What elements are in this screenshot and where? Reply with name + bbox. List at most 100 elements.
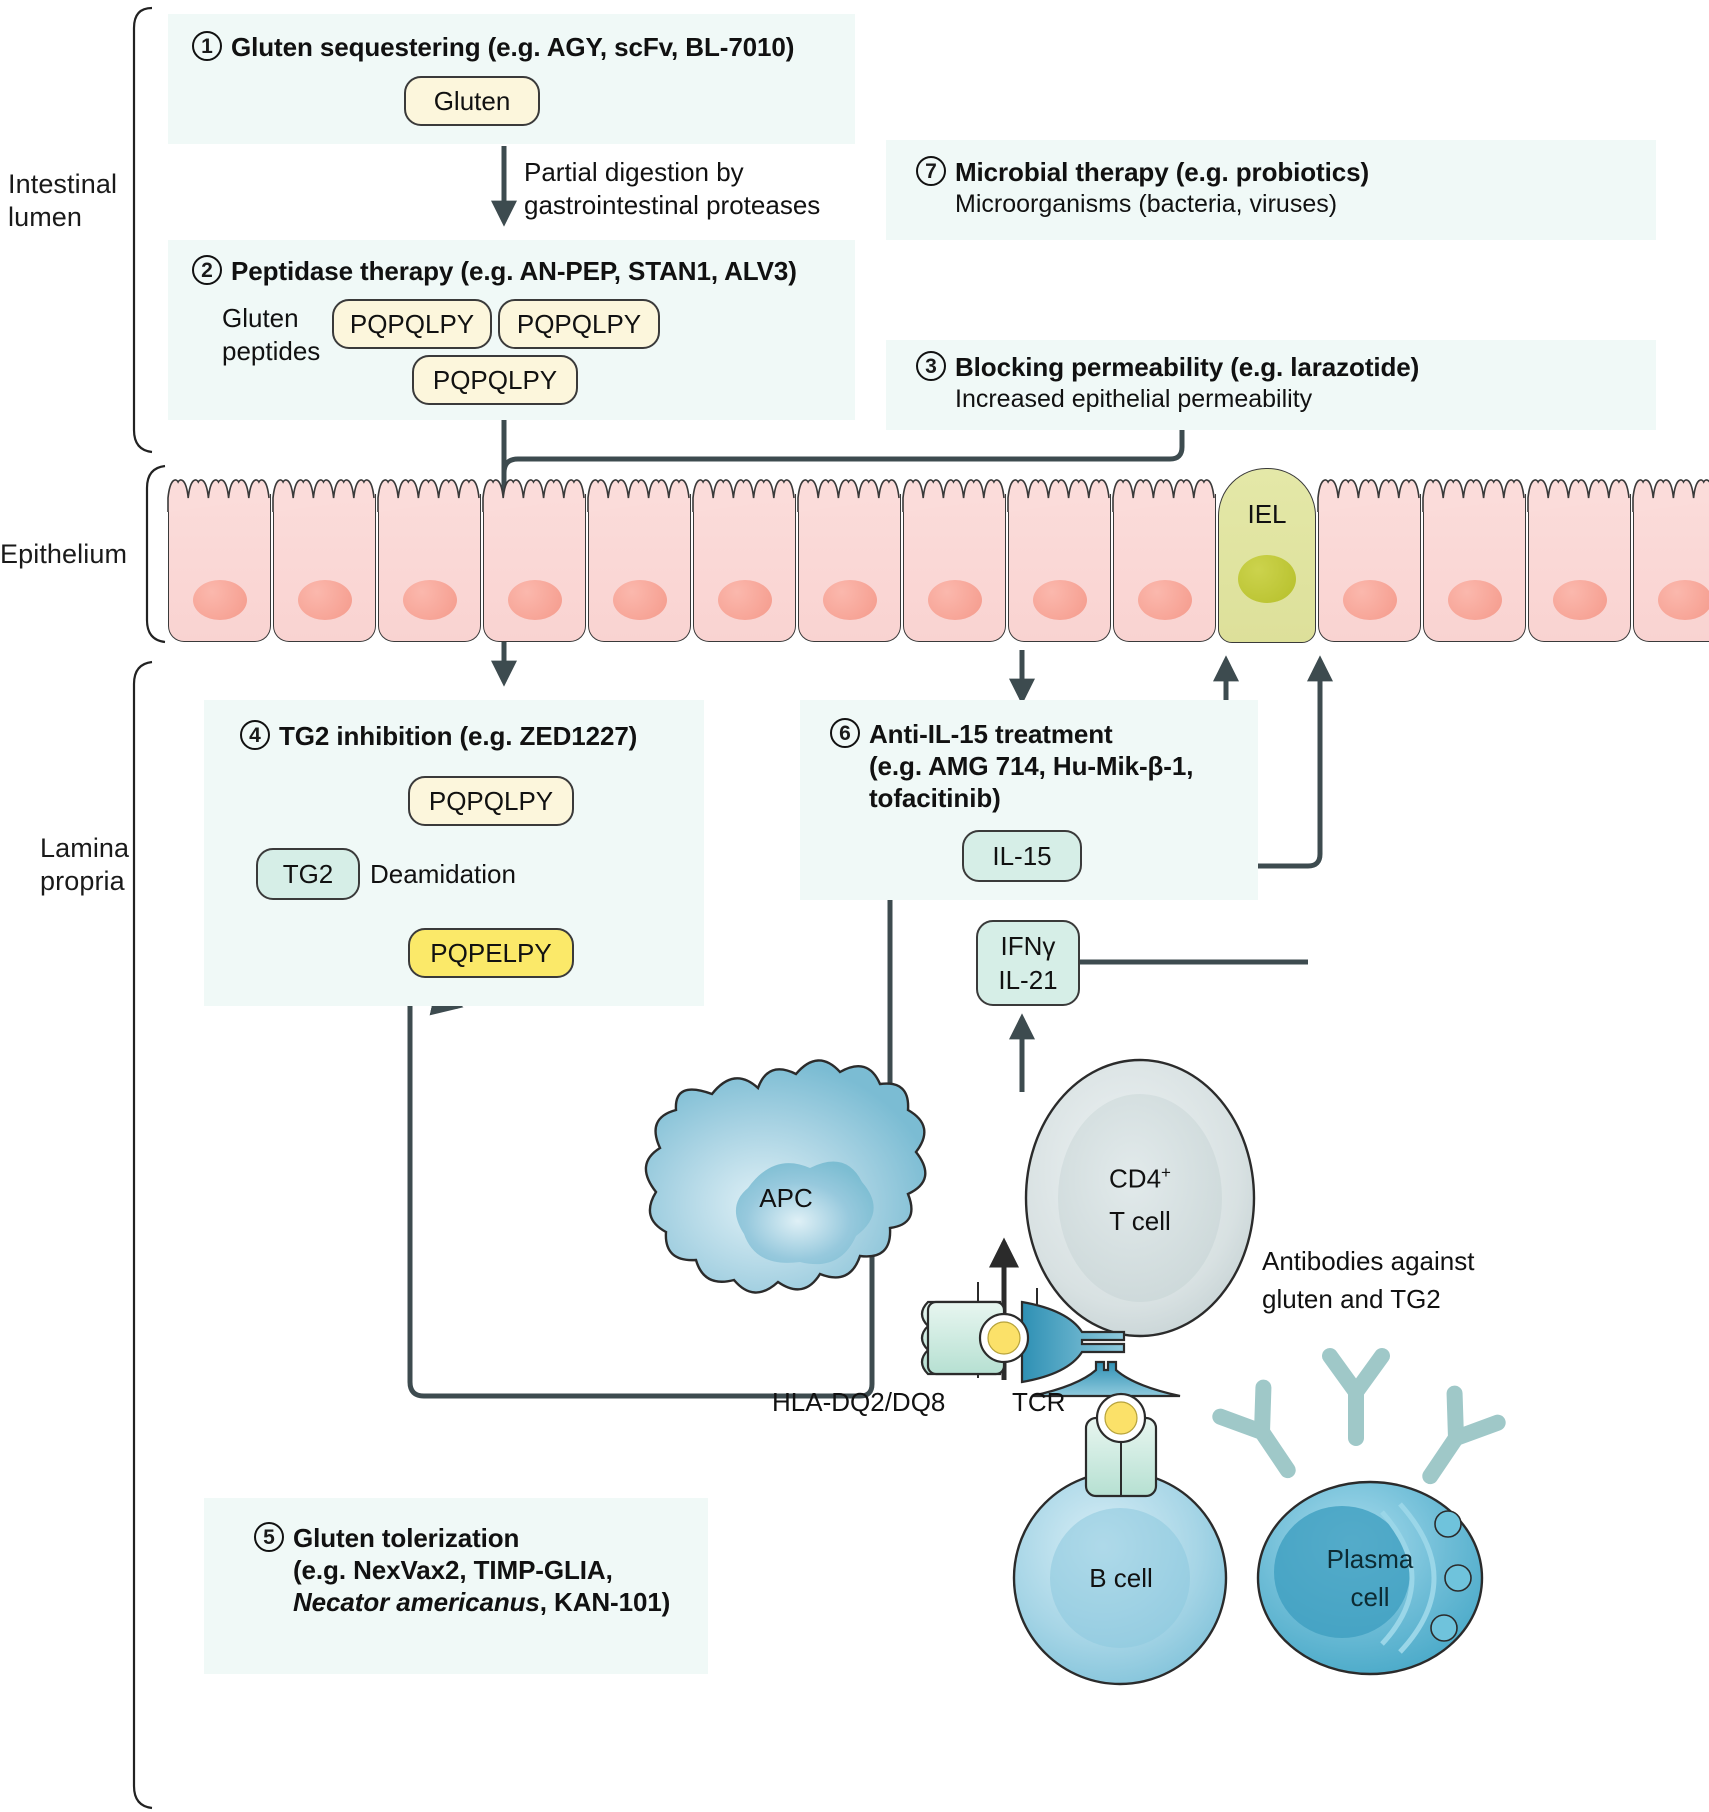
iel-nucleus: [1238, 555, 1296, 603]
label-tcr: TCR: [1012, 1387, 1066, 1417]
box5-title-line1: Gluten tolerization: [293, 1523, 520, 1553]
epithelial-cell-nucleus: [717, 580, 772, 620]
epithelial-cell: [273, 494, 376, 642]
pill-peptide-1-label: PQPQLPY: [349, 308, 475, 339]
lamina-line2: propria: [40, 866, 125, 896]
epithelial-cell-nucleus: [1032, 580, 1087, 620]
epithelial-cell: [378, 494, 481, 642]
pill-peptide-1: PQPQLPY: [332, 299, 492, 349]
epithelial-cell: [1113, 494, 1216, 642]
epithelial-cell-nucleus: [402, 580, 457, 620]
pill-product-label: PQPELPY: [430, 937, 552, 968]
box-microbial-therapy: 7 Microbial therapy (e.g. probiotics) Mi…: [886, 140, 1656, 240]
label-gluten-peptides: Gluten peptides: [222, 302, 332, 368]
cd4-t-cell: [1024, 1058, 1256, 1338]
epithelial-cell: [1423, 494, 1526, 642]
il21-label: IL-21: [998, 965, 1058, 995]
microvilli: [1112, 479, 1215, 512]
box3-number: 3: [916, 351, 946, 381]
epithelial-cell-nucleus: [822, 580, 877, 620]
connector-tolerization-loop: [407, 1006, 875, 1399]
epithelial-cell-nucleus: [927, 580, 982, 620]
box6-title-line3: tofacitinib): [869, 783, 1001, 813]
pill-pqpqlpy-substrate: PQPQLPY: [408, 776, 574, 826]
box6-title-line2: (e.g. AMG 714, Hu-Mik-β-1,: [869, 751, 1194, 781]
box4-number: 4: [240, 720, 270, 750]
label-cd4-t-cell: CD4+ T cell: [1060, 1152, 1220, 1242]
immune-synapse: [920, 1300, 1126, 1384]
label-apc: APC: [759, 1183, 813, 1213]
antibodies-line2: gluten and TG2: [1262, 1284, 1441, 1314]
pill-il15: IL-15: [962, 830, 1082, 882]
pill-gluten: Gluten: [404, 76, 540, 126]
lumen-line2: lumen: [8, 202, 83, 232]
label-epithelium: Epithelium: [0, 538, 140, 571]
epithelial-cell-nucleus: [507, 580, 562, 620]
box7-number: 7: [916, 156, 946, 186]
epithelium-line1: Epithelium: [0, 539, 128, 569]
box5-italic-species: Necator americanus: [293, 1587, 540, 1617]
epithelial-cell: [1633, 494, 1709, 642]
connector-il15-to-iel-2: [1082, 655, 1333, 869]
epithelial-cell: [1318, 494, 1421, 642]
lumen-line1: Intestinal: [8, 169, 118, 199]
box5-title-line3-rest: , KAN-101): [539, 1587, 671, 1617]
plasma-line2: cell: [1350, 1582, 1390, 1612]
microvilli: [1632, 479, 1709, 512]
epithelial-cell-nucleus: [1552, 580, 1607, 620]
box2-number: 2: [192, 255, 222, 285]
pill-tg2-enzyme: TG2: [256, 848, 360, 900]
box5-number: 5: [254, 1522, 284, 1552]
epithelial-cell-nucleus: [1342, 580, 1397, 620]
microvilli: [902, 479, 1005, 512]
box5-title-line2: (e.g. NexVax2, TIMP-GLIA,: [293, 1555, 613, 1585]
bracket-epithelium: [145, 464, 166, 644]
box5-title-line3: Necator americanus, KAN-101): [293, 1586, 708, 1618]
box2-title: Peptidase therapy (e.g. AN-PEP, STAN1, A…: [231, 256, 797, 286]
epithelium-layer: IEL: [167, 468, 1709, 643]
box1-title: Gluten sequestering (e.g. AGY, scFv, BL-…: [231, 32, 795, 62]
box6-number: 6: [830, 718, 860, 748]
label-antibodies: Antibodies against gluten and TG2: [1262, 1242, 1522, 1318]
pill-gluten-label: Gluten: [433, 85, 511, 116]
microvilli: [1422, 479, 1525, 512]
box-blocking-permeability: 3 Blocking permeability (e.g. larazotide…: [886, 340, 1656, 430]
pill-tg2-label: TG2: [282, 858, 334, 889]
ifng-label: IFNγ: [1000, 931, 1056, 961]
apc-cell: [644, 1059, 927, 1294]
label-plasma-cell: Plasma cell: [1300, 1540, 1440, 1616]
box3-title: Blocking permeability (e.g. larazotide): [955, 352, 1420, 382]
box1-number: 1: [192, 31, 222, 61]
microvilli: [1007, 479, 1110, 512]
epithelial-cell: [903, 494, 1006, 642]
epithelial-cell: [588, 494, 691, 642]
pill-substrate-label: PQPQLPY: [428, 785, 554, 816]
cd4-plus: +: [1161, 1163, 1171, 1182]
epithelial-cell: [483, 494, 586, 642]
epithelial-cell-nucleus: [1657, 580, 1709, 620]
microvilli: [272, 479, 375, 512]
epithelial-cell-nucleus: [612, 580, 667, 620]
microvilli: [1527, 479, 1630, 512]
bracket-lumen: [132, 6, 153, 454]
epithelial-cell: [1528, 494, 1631, 642]
epithelial-iel-cell: IEL: [1218, 468, 1316, 643]
epithelial-cell: [693, 494, 796, 642]
cd4-text: CD4: [1109, 1163, 1162, 1194]
pill-peptide-3: PQPQLPY: [412, 355, 578, 405]
pill-peptide-2-label: PQPQLPY: [516, 308, 642, 339]
box7-title: Microbial therapy (e.g. probiotics): [955, 157, 1369, 187]
epithelial-cell-nucleus: [1137, 580, 1192, 620]
bcr-tcr-synapse: [1031, 1360, 1181, 1498]
label-lamina-propria: Lamina propria: [40, 832, 160, 898]
digestion-line1: Partial digestion by: [524, 157, 744, 187]
label-intestinal-lumen: Intestinal lumen: [8, 168, 128, 234]
microvilli: [482, 479, 585, 512]
antibodies-line1: Antibodies against: [1262, 1246, 1475, 1276]
epithelial-cell-nucleus: [1447, 580, 1502, 620]
epithelial-cell: [168, 494, 271, 642]
pill-il15-label: IL-15: [992, 840, 1052, 871]
bracket-lamina: [132, 660, 153, 1810]
caption-partial-digestion: Partial digestion by gastrointestinal pr…: [524, 156, 864, 222]
